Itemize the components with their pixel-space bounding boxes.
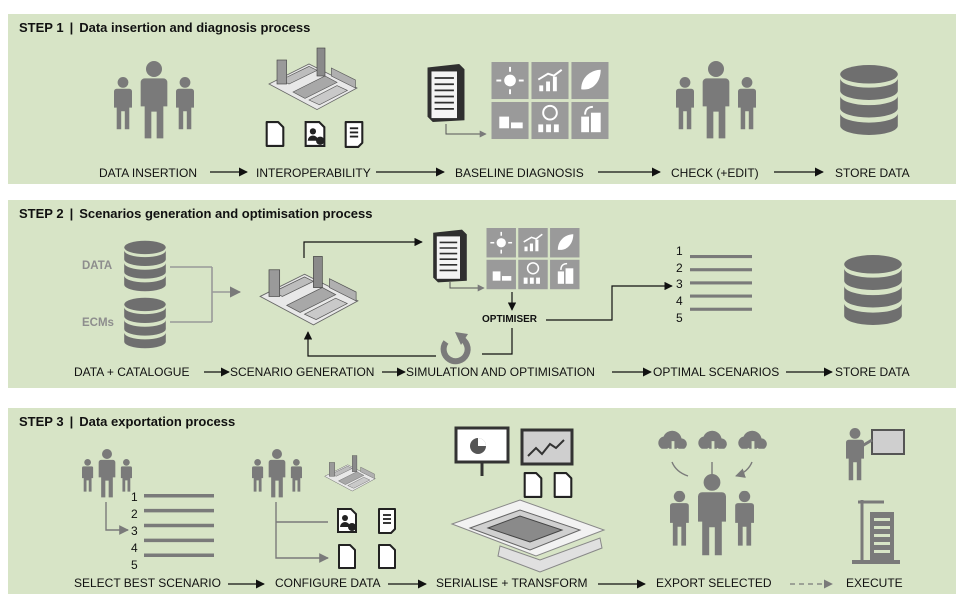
server-icon-2 — [432, 228, 468, 284]
chart-monitor-icon — [520, 428, 574, 466]
rank-3: 3 — [676, 277, 683, 291]
building-model-icon — [268, 47, 358, 111]
step-3-separator: | — [69, 414, 74, 429]
document-icon-2 — [337, 544, 357, 570]
flow-select-best: SELECT BEST SCENARIO — [74, 576, 221, 590]
flow-data-catalogue: DATA + CATALOGUE — [74, 365, 190, 379]
step-3-heading: Data exportation process — [79, 414, 236, 429]
flow-serialise-transform: SERIALISE + TRANSFORM — [436, 576, 588, 590]
optimiser-label: OPTIMISER — [482, 314, 538, 325]
document-icon-5 — [553, 472, 573, 499]
step-3-title: STEP 3 | Data exportation process — [19, 414, 235, 429]
step-2-heading: Scenarios generation and optimisation pr… — [79, 206, 373, 221]
database-icon — [840, 65, 898, 135]
flow-store-data: STORE DATA — [835, 166, 910, 180]
cloud-download-icon-2 — [696, 429, 729, 456]
flow-configure-data: CONFIGURE DATA — [275, 576, 381, 590]
users-group-icon-2 — [676, 61, 756, 138]
flow-check-edit: CHECK (+EDIT) — [671, 166, 759, 180]
rank-1b: 1 — [131, 490, 138, 504]
rank-4: 4 — [676, 294, 683, 308]
rank-4b: 4 — [131, 541, 138, 555]
flow-simulation-optimisation: SIMULATION AND OPTIMISATION — [406, 365, 595, 379]
users-group-icon-4 — [252, 449, 302, 497]
text-document-icon-2 — [377, 508, 397, 534]
step-3-number: STEP 3 — [19, 414, 64, 429]
cloud-download-icon-3 — [736, 429, 769, 456]
flow-data-insertion: DATA INSERTION — [99, 166, 198, 180]
step-2-panel: STEP 2 | Scenarios generation and optimisa… — [8, 200, 956, 388]
construction-building-icon — [852, 500, 900, 564]
step-1-number: STEP 1 — [19, 20, 64, 35]
presenter-icon — [846, 428, 905, 481]
indicators-tiles-icon-2 — [486, 228, 580, 290]
flow-export-selected: EXPORT SELECTED — [656, 576, 772, 590]
input-ecms-label: ECMs — [82, 317, 114, 329]
input-data-label: DATA — [82, 260, 113, 272]
refresh-cycle-icon — [440, 332, 471, 365]
document-icon-4 — [523, 472, 543, 499]
rank-5b: 5 — [131, 558, 138, 572]
flow-baseline-diagnosis: BASELINE DIAGNOSIS — [455, 166, 584, 180]
document-icon — [265, 121, 285, 148]
cloud-download-icon-1 — [656, 429, 689, 456]
bim-model-icon — [450, 499, 606, 573]
flow-scenario-generation: SCENARIO GENERATION — [230, 365, 375, 379]
step-2-title: STEP 2 | Scenarios generation and optimisa… — [19, 206, 373, 221]
users-group-icon-5 — [670, 474, 754, 555]
flow-execute: EXECUTE — [846, 576, 903, 590]
rank-2b: 2 — [131, 507, 138, 521]
rank-5: 5 — [676, 311, 683, 325]
rank-2: 2 — [676, 261, 683, 275]
database-icon-2 — [844, 255, 902, 325]
building-model-icon-2 — [259, 255, 359, 326]
step-2-separator: | — [69, 206, 74, 221]
flow-interoperability: INTEROPERABILITY — [256, 166, 371, 180]
text-document-icon — [344, 121, 364, 148]
indicators-tiles-icon — [490, 62, 610, 140]
building-model-icon-3 — [324, 455, 376, 492]
ranked-list-icon-2 — [144, 494, 214, 557]
step-1-heading: Data insertion and diagnosis process — [79, 20, 311, 35]
users-group-icon — [114, 61, 194, 138]
step-2-number: STEP 2 — [19, 206, 64, 221]
data-database-icon — [124, 240, 166, 292]
user-document-icon — [304, 121, 326, 148]
users-group-icon-3 — [82, 449, 132, 497]
flow-optimal-scenarios: OPTIMAL SCENARIOS — [653, 365, 780, 379]
ranked-list-icon — [690, 255, 752, 311]
user-document-icon-2 — [337, 508, 357, 533]
server-icon — [426, 63, 466, 123]
step-1-separator: | — [69, 20, 74, 35]
rank-1: 1 — [676, 244, 683, 258]
step-1-title: STEP 1 | Data insertion and diagnosis proc… — [19, 20, 310, 35]
flow-store-data-2: STORE DATA — [835, 365, 910, 379]
ecms-database-icon — [124, 297, 166, 349]
rank-3b: 3 — [131, 524, 138, 538]
presentation-icon — [454, 426, 510, 476]
document-icon-3 — [377, 544, 397, 570]
